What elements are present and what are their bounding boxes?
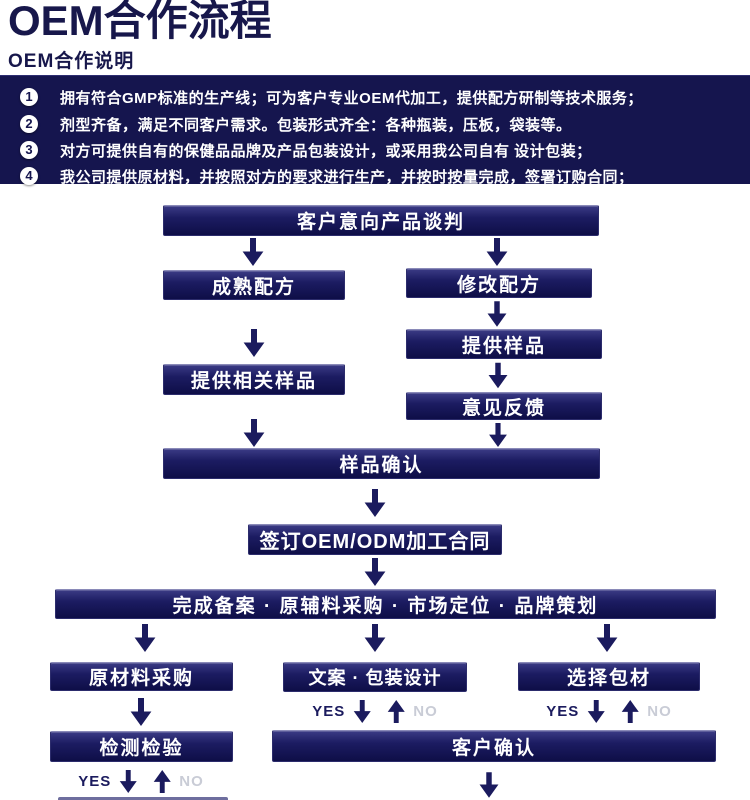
down-arrow-icon	[479, 772, 499, 798]
no-label: NO	[179, 773, 204, 790]
intro-item-text: 对方可提供自有的保健品品牌及产品包装设计，或采用我公司自有 设计包装；	[60, 142, 592, 160]
down-arrow-icon	[353, 698, 371, 725]
numbered-bullet-icon: 2	[20, 115, 38, 133]
down-arrow-icon	[130, 698, 152, 726]
flow-node-feedback: 意见反馈	[406, 392, 602, 420]
up-arrow-icon	[387, 698, 405, 725]
down-arrow-icon	[134, 624, 156, 652]
down-arrow-icon	[119, 768, 137, 795]
yes-label: YES	[312, 703, 346, 720]
down-arrow-icon	[243, 419, 265, 447]
intro-panel: 1 拥有符合GMP标准的生产线；可为客户专业OEM代加工，提供配方研制等技术服务…	[0, 75, 750, 187]
yes-label: YES	[78, 773, 112, 790]
flow-node-customer-confirm: 客户确认	[272, 730, 716, 762]
up-arrow-icon	[153, 768, 171, 795]
down-arrow-icon	[364, 558, 386, 586]
intro-item-text: 拥有符合GMP标准的生产线；可为客户专业OEM代加工，提供配方研制等技术服务；	[60, 89, 643, 107]
down-arrow-icon	[364, 489, 386, 517]
flow-node-provide-related-samples: 提供相关样品	[163, 364, 345, 395]
down-arrow-icon	[364, 624, 386, 652]
intro-item: 4 我公司提供原材料，并按照对方的要求进行生产，并按时按量完成，签署订购合同；	[20, 165, 740, 187]
flow-node-copy-packaging-design: 文案 · 包装设计	[283, 662, 467, 692]
flow-node-select-packaging: 选择包材	[518, 662, 700, 691]
intro-item: 1 拥有符合GMP标准的生产线；可为客户专业OEM代加工，提供配方研制等技术服务…	[20, 86, 740, 108]
up-arrow-icon	[621, 698, 639, 725]
numbered-bullet-icon: 1	[20, 88, 38, 106]
page-subtitle: OEM合作说明	[8, 51, 135, 72]
yes-no-loop: YES NO	[546, 698, 672, 725]
flow-node-partial	[58, 797, 228, 800]
down-arrow-icon	[487, 301, 507, 327]
numbered-bullet-icon: 3	[20, 141, 38, 159]
flow-node-sign-contract: 签订OEM/ODM加工合同	[248, 524, 502, 555]
yes-no-loop: YES NO	[312, 698, 438, 725]
flow-node-modify-formula: 修改配方	[406, 268, 592, 298]
no-label: NO	[413, 703, 438, 720]
intro-item-text: 剂型齐备，满足不同客户需求。包装形式齐全：各种瓶装，压板，袋装等。	[60, 116, 572, 134]
flow-node-sample-confirm: 样品确认	[163, 448, 600, 479]
no-label: NO	[647, 703, 672, 720]
intro-item: 2 剂型齐备，满足不同客户需求。包装形式齐全：各种瓶装，压板，袋装等。	[20, 113, 740, 135]
intro-item: 3 对方可提供自有的保健品品牌及产品包装设计，或采用我公司自有 设计包装；	[20, 139, 740, 161]
flow-node-inspection: 检测检验	[50, 731, 233, 762]
flow-node-provide-samples: 提供样品	[406, 329, 602, 359]
intro-item-text: 我公司提供原材料，并按照对方的要求进行生产，并按时按量完成，签署订购合同；	[60, 168, 634, 186]
yes-no-loop: YES NO	[78, 768, 204, 795]
down-arrow-icon	[596, 624, 618, 652]
down-arrow-icon	[587, 698, 605, 725]
page-title: OEM合作流程	[8, 0, 272, 44]
down-arrow-icon	[486, 238, 508, 266]
down-arrow-icon	[243, 328, 265, 358]
flow-node-negotiation: 客户意向产品谈判	[163, 205, 599, 236]
down-arrow-icon	[488, 423, 508, 447]
yes-label: YES	[546, 703, 580, 720]
flow-node-filing-row: 完成备案 · 原辅料采购 · 市场定位 · 品牌策划	[55, 589, 716, 619]
flow-node-mature-formula: 成熟配方	[163, 270, 345, 300]
down-arrow-icon	[488, 362, 508, 389]
numbered-bullet-icon: 4	[20, 167, 38, 185]
flow-node-raw-material-purchase: 原材料采购	[50, 662, 233, 691]
down-arrow-icon	[242, 238, 264, 266]
